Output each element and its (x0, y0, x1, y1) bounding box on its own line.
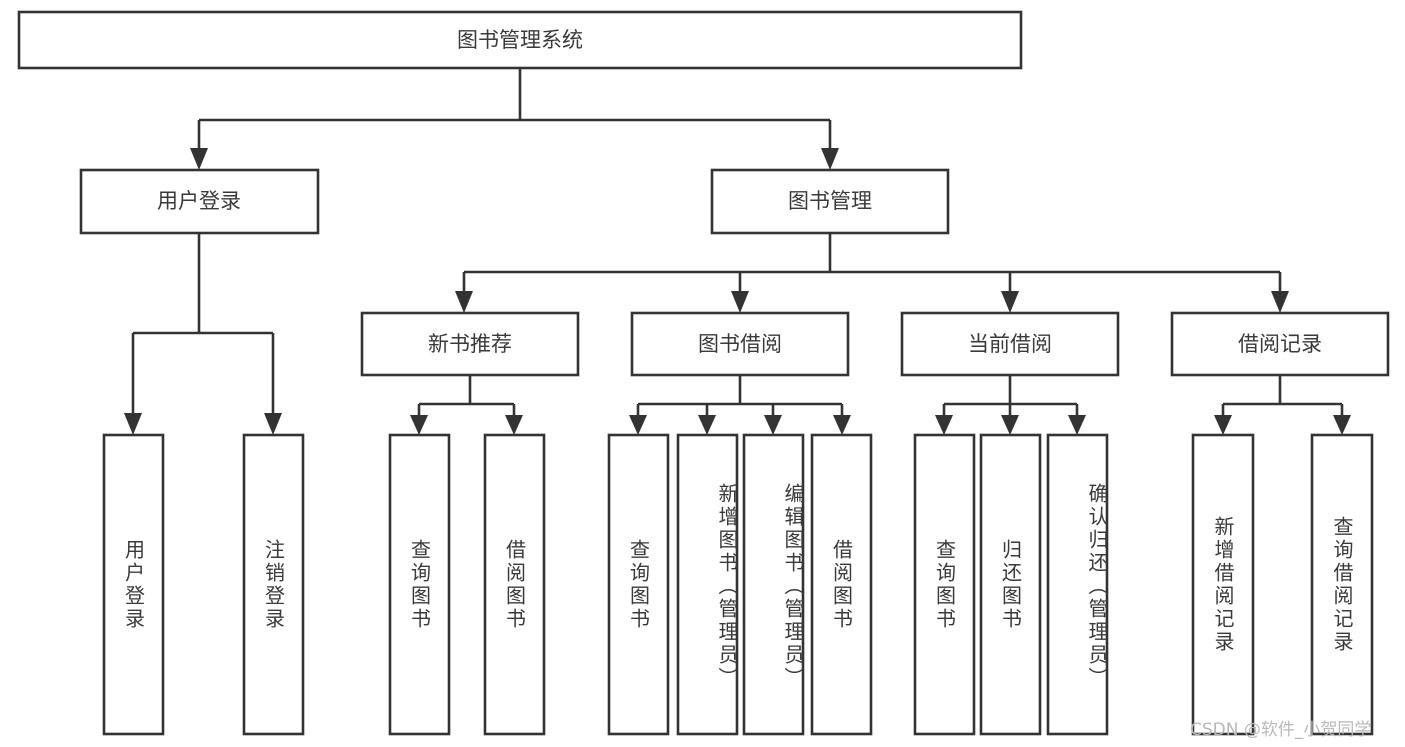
leaf-box-leaf-borrow-book-1[interactable] (483, 433, 546, 736)
leaf-box-leaf-edit-book[interactable] (742, 433, 805, 736)
connector-group-user-login (124, 233, 282, 435)
arrow-head-leaf-query-book-3 (935, 415, 953, 435)
arrow-head-leaf-query-book-1 (410, 415, 428, 435)
leaf-box-leaf-query-book-1[interactable] (388, 433, 451, 736)
node-book-manage-box[interactable] (710, 168, 950, 235)
connector-group-book-manage (455, 233, 1289, 313)
arrow-head-leaf-edit-book (764, 415, 782, 435)
node-root-label: 图书管理系统 (457, 28, 583, 52)
arrow-head-book-manage (821, 148, 839, 170)
leaf-box-leaf-query-book-2[interactable] (607, 433, 670, 736)
node-book-manage[interactable]: 图书管理 (710, 168, 950, 235)
node-borrow-record-box[interactable] (1170, 311, 1390, 377)
node-new-book-rec[interactable]: 新书推荐 (360, 311, 580, 377)
arrow-head-leaf-add-record (1214, 415, 1232, 435)
arrow-head-leaf-add-book (698, 415, 716, 435)
leaf-box-leaf-add-record[interactable] (1191, 433, 1255, 736)
connector-group-new-book-rec (410, 375, 523, 435)
node-book-borrow-label: 图书借阅 (698, 332, 782, 356)
arrow-head-leaf-borrow-book-1 (505, 415, 523, 435)
arrow-head-borrow-record (1271, 291, 1289, 313)
arrow-head-leaf-return-book (1001, 415, 1019, 435)
node-user-login-label: 用户登录 (157, 189, 241, 213)
arrow-head-leaf-query-book-2 (629, 415, 647, 435)
arrow-head-user-login (190, 148, 208, 170)
leaf-box-leaf-user-login[interactable] (102, 433, 165, 736)
arrow-head-leaf-logout (264, 413, 282, 435)
connector-group-current-borrow (935, 375, 1086, 435)
leaf-box-leaf-query-book-3[interactable] (913, 433, 976, 736)
node-root[interactable]: 图书管理系统 (17, 10, 1023, 70)
arrow-head-current-borrow (1001, 291, 1019, 313)
connector-group-borrow-record (1214, 375, 1351, 435)
node-user-login[interactable]: 用户登录 (79, 168, 320, 235)
node-root-box[interactable] (17, 10, 1023, 70)
node-book-borrow-box[interactable] (630, 311, 850, 377)
leaf-box-leaf-return-book[interactable] (979, 433, 1042, 736)
connector-group-book-borrow (629, 375, 851, 435)
arrow-head-leaf-borrow-book-2 (833, 415, 851, 435)
arrow-head-leaf-confirm-return (1068, 415, 1086, 435)
node-book-borrow[interactable]: 图书借阅 (630, 311, 850, 377)
connector-group-root (190, 68, 839, 170)
node-current-borrow-box[interactable] (900, 311, 1120, 377)
node-borrow-record-label: 借阅记录 (1238, 332, 1322, 356)
node-book-manage-label: 图书管理 (788, 189, 872, 213)
node-borrow-record[interactable]: 借阅记录 (1170, 311, 1390, 377)
leaf-boxes (102, 433, 1374, 736)
leaf-box-leaf-logout[interactable] (242, 433, 305, 736)
arrow-head-leaf-user-login (124, 413, 142, 435)
leaf-box-leaf-query-record[interactable] (1310, 433, 1374, 736)
arrow-head-leaf-query-record (1333, 415, 1351, 435)
node-new-book-rec-label: 新书推荐 (428, 332, 512, 356)
node-current-borrow-label: 当前借阅 (968, 332, 1052, 356)
leaf-box-leaf-borrow-book-2[interactable] (810, 433, 873, 736)
arrow-head-book-borrow (731, 291, 749, 313)
arrow-head-new-book-rec (455, 291, 473, 313)
leaf-box-leaf-confirm-return[interactable] (1046, 433, 1109, 736)
csdn-watermark: CSDN @软件_小贺同学 (1190, 720, 1372, 740)
node-current-borrow[interactable]: 当前借阅 (900, 311, 1120, 377)
node-new-book-rec-box[interactable] (360, 311, 580, 377)
node-user-login-box[interactable] (79, 168, 320, 235)
leaf-box-leaf-add-book[interactable] (676, 433, 739, 736)
